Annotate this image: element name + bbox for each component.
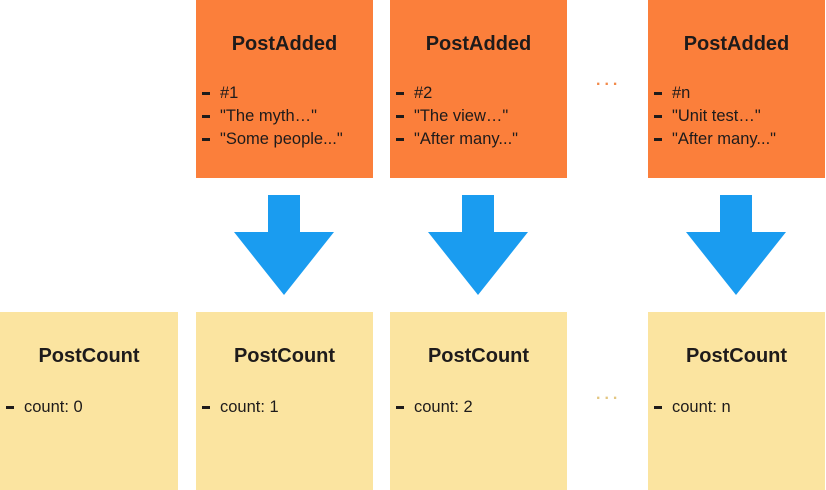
counts-ellipsis: ... xyxy=(596,386,622,403)
count-attribute-list: count: n xyxy=(654,396,821,419)
event-attribute: "The myth…" xyxy=(202,105,369,128)
down-arrow-icon xyxy=(234,195,334,295)
dash-bullet-icon xyxy=(6,406,14,409)
events-ellipsis: ... xyxy=(596,72,622,89)
count-attribute-text: count: n xyxy=(672,398,731,416)
event-attribute: "The view…" xyxy=(396,105,563,128)
count-attribute-text: count: 0 xyxy=(24,398,83,416)
event-attribute-text: #1 xyxy=(220,84,239,102)
event-attribute-text: "After many..." xyxy=(672,130,777,148)
count-title: PostCount xyxy=(233,345,336,367)
event-attribute: #2 xyxy=(396,82,563,105)
event-attribute-list: #2 "The view…" "After many..." xyxy=(396,82,563,151)
count-title: PostCount xyxy=(427,345,530,367)
dash-bullet-icon xyxy=(654,92,662,95)
count-box-1: PostCount count: 1 xyxy=(196,312,373,490)
dash-bullet-icon xyxy=(654,138,662,141)
event-attribute-list: #1 "The myth…" "Some people..." xyxy=(202,82,369,151)
event-box-1: PostAdded #1 "The myth…" "Some people...… xyxy=(196,0,373,178)
event-attribute-text: "The myth…" xyxy=(220,107,317,125)
count-title: PostCount xyxy=(685,345,788,367)
count-attribute: count: 0 xyxy=(6,396,174,419)
down-arrow-icon xyxy=(428,195,528,295)
dash-bullet-icon xyxy=(654,115,662,118)
count-attribute-text: count: 2 xyxy=(414,398,473,416)
event-attribute: "Some people..." xyxy=(202,128,369,151)
count-box-n: PostCount count: n xyxy=(648,312,825,490)
event-title: PostAdded xyxy=(683,33,790,55)
event-attribute-text: #2 xyxy=(414,84,433,102)
event-title: PostAdded xyxy=(231,33,338,55)
dash-bullet-icon xyxy=(202,406,210,409)
event-box-2: PostAdded #2 "The view…" "After many..." xyxy=(390,0,567,178)
event-attribute-text: "Unit test…" xyxy=(672,107,761,125)
count-attribute: count: 2 xyxy=(396,396,563,419)
count-box-2: PostCount count: 2 xyxy=(390,312,567,490)
down-arrow-icon xyxy=(686,195,786,295)
dash-bullet-icon xyxy=(396,138,404,141)
event-attribute-text: "After many..." xyxy=(414,130,519,148)
event-attribute: "After many..." xyxy=(654,128,821,151)
count-attribute-list: count: 0 xyxy=(6,396,174,419)
event-box-n: PostAdded #n "Unit test…" "After many...… xyxy=(648,0,825,178)
count-box-0: PostCount count: 0 xyxy=(0,312,178,490)
dash-bullet-icon xyxy=(202,115,210,118)
count-attribute: count: 1 xyxy=(202,396,369,419)
event-attribute: "Unit test…" xyxy=(654,105,821,128)
dash-bullet-icon xyxy=(654,406,662,409)
count-attribute-list: count: 1 xyxy=(202,396,369,419)
count-attribute: count: n xyxy=(654,396,821,419)
event-attribute-text: "The view…" xyxy=(414,107,509,125)
event-attribute: #n xyxy=(654,82,821,105)
event-title: PostAdded xyxy=(425,33,532,55)
dash-bullet-icon xyxy=(396,115,404,118)
event-attribute-text: #n xyxy=(672,84,691,102)
dash-bullet-icon xyxy=(396,406,404,409)
dash-bullet-icon xyxy=(202,92,210,95)
count-attribute-list: count: 2 xyxy=(396,396,563,419)
count-attribute-text: count: 1 xyxy=(220,398,279,416)
event-attribute: #1 xyxy=(202,82,369,105)
event-attribute-list: #n "Unit test…" "After many..." xyxy=(654,82,821,151)
event-attribute: "After many..." xyxy=(396,128,563,151)
dash-bullet-icon xyxy=(202,138,210,141)
count-title: PostCount xyxy=(38,345,140,367)
dash-bullet-icon xyxy=(396,92,404,95)
event-attribute-text: "Some people..." xyxy=(220,130,343,148)
